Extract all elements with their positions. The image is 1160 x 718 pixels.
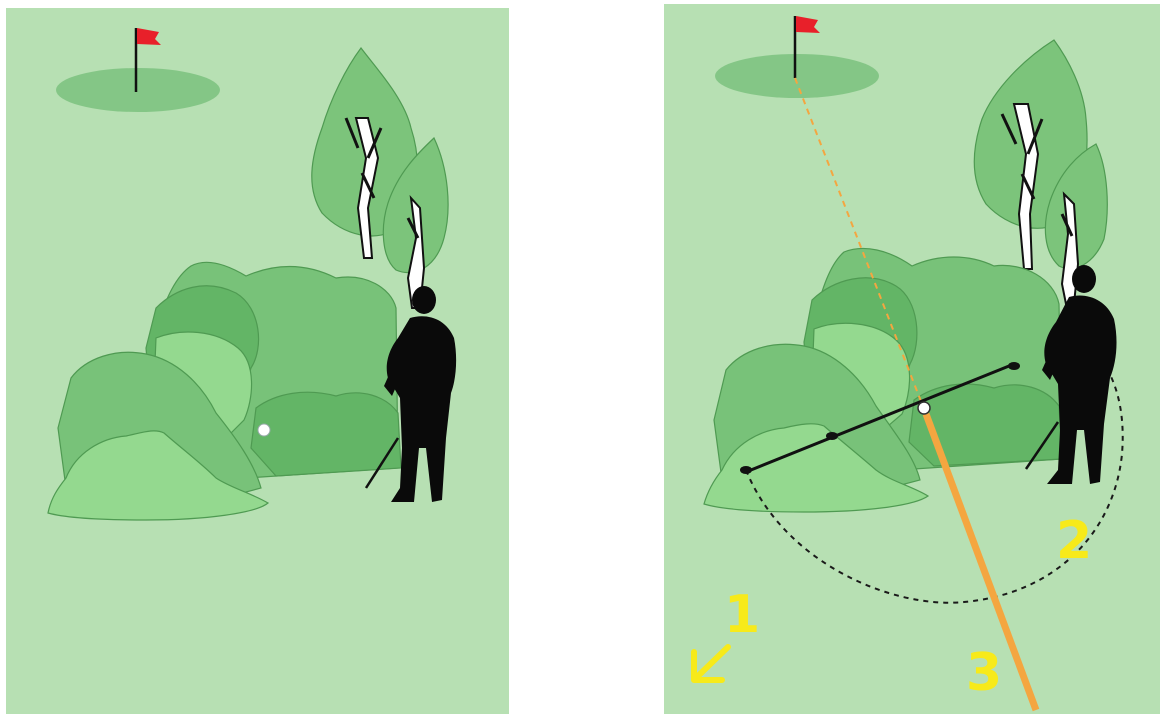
golf-club-icon: [740, 362, 1020, 474]
birch-trees: [311, 46, 449, 309]
arrow-down-left-icon: [691, 644, 731, 683]
swing-arc: [745, 363, 1124, 604]
bushes: [47, 261, 402, 521]
callout-2: 2: [1056, 511, 1092, 571]
bushes: [703, 247, 1063, 513]
target-line: [794, 77, 925, 410]
panel-before: [6, 8, 509, 714]
panel-after: 1 2 3: [664, 4, 1160, 714]
scene-after: 1 2 3: [664, 4, 1160, 714]
golfer-silhouette: [364, 286, 457, 502]
flag-icon: [793, 16, 820, 78]
golf-ball: [257, 423, 271, 437]
putting-green: [715, 54, 879, 98]
golfer-silhouette: [1024, 265, 1117, 484]
golf-ball: [917, 401, 931, 415]
putting-green: [56, 68, 220, 112]
flag-icon: [134, 28, 161, 92]
callout-1: 1: [724, 585, 760, 645]
shot-line: [922, 412, 1040, 712]
scene-before: [6, 8, 509, 714]
callout-3: 3: [966, 643, 1002, 703]
